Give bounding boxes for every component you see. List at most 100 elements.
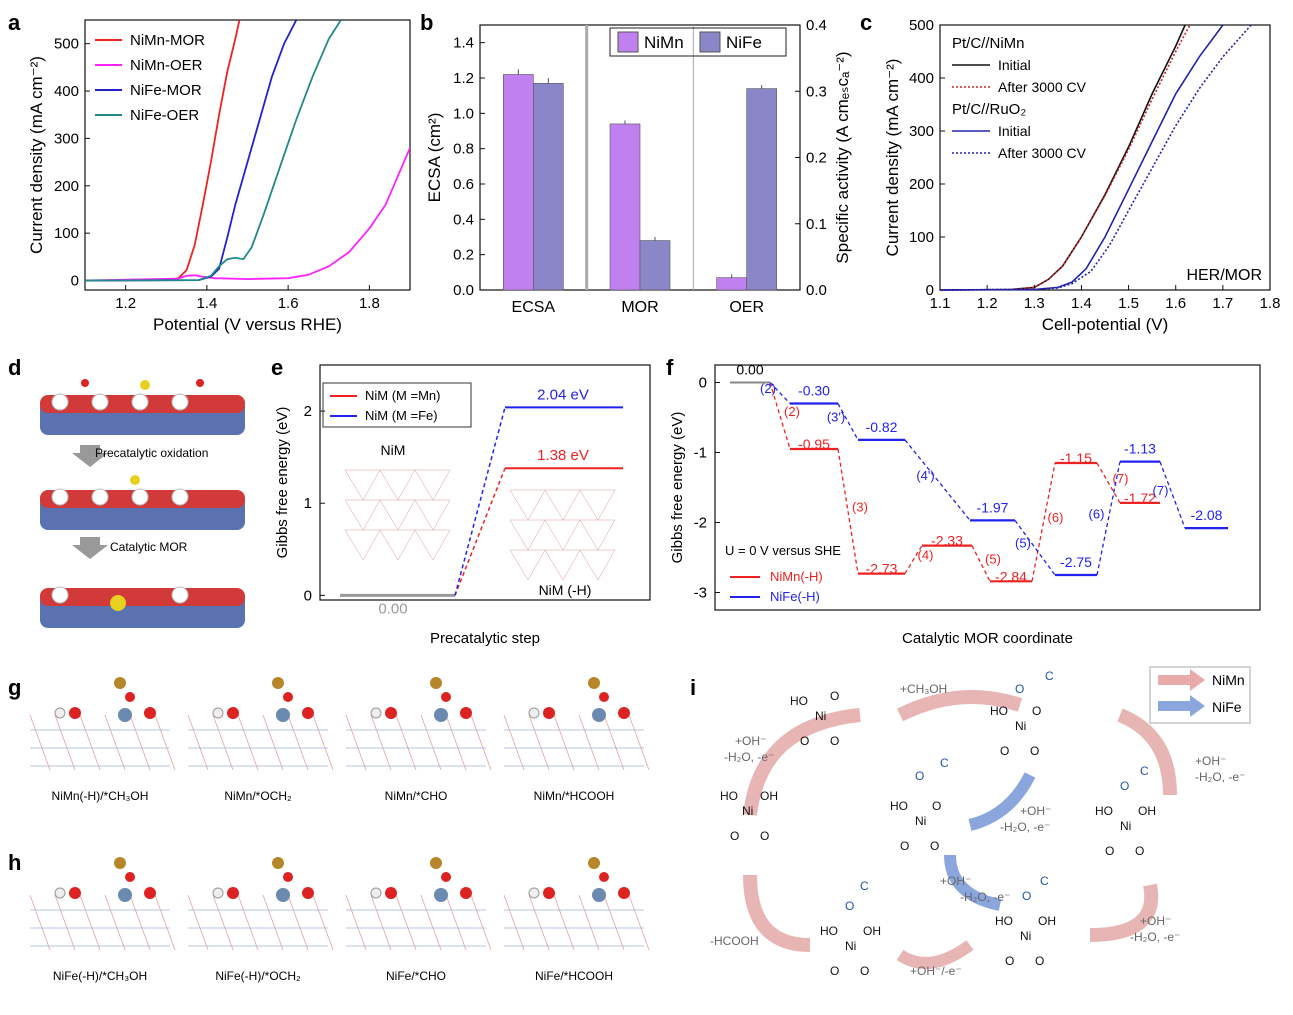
svg-text:HO: HO bbox=[720, 789, 738, 803]
lattice-line bbox=[312, 714, 334, 771]
svg-text:O: O bbox=[930, 839, 939, 853]
carbon-atom bbox=[430, 677, 442, 689]
lattice-line bbox=[509, 549, 546, 581]
y-axis-label: Gibbs free energy (eV) bbox=[274, 407, 291, 559]
svg-text:HO: HO bbox=[890, 799, 908, 813]
condition-label: U = 0 V versus SHE bbox=[725, 543, 841, 558]
energy-label: 1.38 eV bbox=[537, 447, 589, 464]
lattice-line bbox=[212, 894, 234, 951]
y-tick-label: 0.2 bbox=[453, 247, 474, 264]
slab-image-2 bbox=[40, 475, 245, 530]
y-tick-label: 200 bbox=[909, 176, 934, 193]
y-tick-label: 300 bbox=[909, 123, 934, 140]
y2-tick-label: 0.3 bbox=[806, 83, 827, 100]
transition-line bbox=[1014, 520, 1056, 576]
transition-line bbox=[1096, 462, 1121, 504]
x-axis-label: Precatalytic step bbox=[430, 630, 540, 647]
y-axis-label: Current density (mA cm⁻²) bbox=[883, 59, 902, 257]
series-line-nimn-oer bbox=[85, 147, 410, 282]
lattice-line bbox=[395, 894, 417, 951]
lattice-line bbox=[79, 894, 101, 951]
step-label: (2) bbox=[760, 381, 776, 396]
panel-label-e: e bbox=[271, 355, 283, 380]
state-label: NiM (-H) bbox=[539, 582, 592, 598]
svg-text:Ni: Ni bbox=[1120, 819, 1131, 833]
transition-line bbox=[454, 467, 506, 596]
oxygen-atom bbox=[385, 707, 397, 719]
category-label: ECSA bbox=[512, 299, 556, 316]
lattice-line bbox=[262, 894, 284, 951]
svg-text:HO: HO bbox=[820, 924, 838, 938]
svg-text:C: C bbox=[1040, 874, 1049, 888]
oxygen-atom bbox=[618, 707, 630, 719]
energy-label: -2.73 bbox=[866, 561, 898, 577]
svg-text:O: O bbox=[730, 829, 739, 843]
transition-line bbox=[454, 407, 506, 596]
lattice-line bbox=[420, 894, 442, 951]
step-label: (4) bbox=[918, 548, 934, 563]
carbon-atom bbox=[430, 857, 442, 869]
bar-nimn bbox=[609, 123, 641, 291]
energy-label: -1.15 bbox=[1060, 450, 1092, 466]
y-tick-label: 500 bbox=[909, 17, 934, 34]
svg-text:O: O bbox=[900, 839, 909, 853]
svg-text:Ni: Ni bbox=[1015, 719, 1026, 733]
energy-label: -1.13 bbox=[1124, 441, 1156, 457]
oxygen-atom bbox=[441, 692, 451, 702]
svg-text:HO: HO bbox=[995, 914, 1013, 928]
cycle-step-label: +OH⁻ bbox=[1020, 804, 1051, 818]
cycle-arrow bbox=[743, 874, 811, 952]
y2-tick-label: 0.4 bbox=[806, 17, 827, 34]
oxygen-atom bbox=[460, 887, 472, 899]
oxygen-atom bbox=[441, 872, 451, 882]
y-tick-label: 400 bbox=[909, 70, 934, 87]
lattice-line bbox=[345, 894, 367, 951]
hydrogen-atom bbox=[212, 887, 224, 899]
y-tick-label: 100 bbox=[909, 229, 934, 246]
y-tick-label: 0.4 bbox=[453, 211, 474, 228]
structure-caption: NiFe(-H)/*CH₃OH bbox=[53, 969, 147, 983]
svg-text:O: O bbox=[860, 964, 869, 978]
svg-text:O: O bbox=[915, 769, 924, 783]
lattice-line bbox=[470, 714, 492, 771]
transition-line bbox=[769, 382, 791, 450]
y-tick-label: 2 bbox=[304, 403, 312, 420]
transition-line bbox=[769, 382, 791, 404]
oxygen-atom bbox=[543, 707, 555, 719]
cycle-step-label: -H₂O, -e⁻ bbox=[724, 750, 774, 764]
energy-label: -2.84 bbox=[995, 568, 1027, 584]
svg-text:OH: OH bbox=[1138, 804, 1156, 818]
svg-text:O: O bbox=[830, 734, 839, 748]
transition-line bbox=[904, 545, 923, 574]
lattice-line bbox=[312, 894, 334, 951]
lattice-line bbox=[503, 894, 525, 951]
cycle-arrow bbox=[1117, 708, 1177, 796]
cycle-step-label: -H₂O, -e⁻ bbox=[1195, 770, 1245, 784]
y-tick-label: -3 bbox=[694, 585, 707, 602]
svg-text:HO: HO bbox=[790, 694, 808, 708]
panel-label-b: b bbox=[420, 10, 433, 35]
step-label: (3) bbox=[852, 499, 868, 514]
svg-text:O: O bbox=[845, 899, 854, 913]
lattice-line bbox=[553, 894, 575, 951]
structure-caption: NiMn/*HCOOH bbox=[534, 789, 615, 803]
series-line bbox=[939, 24, 1191, 291]
y-tick-label: 0.6 bbox=[453, 176, 474, 193]
svg-text:Ni: Ni bbox=[742, 804, 753, 818]
bar-nimn bbox=[716, 277, 747, 291]
lattice-line bbox=[528, 894, 550, 951]
lattice-line bbox=[544, 519, 581, 551]
carbon-atom bbox=[272, 857, 284, 869]
cycle-step-label: +OH⁻ bbox=[1195, 754, 1226, 768]
legend-label: NiFe(-H) bbox=[770, 589, 820, 604]
lattice-line bbox=[603, 714, 625, 771]
oxygen-atom bbox=[302, 707, 314, 719]
